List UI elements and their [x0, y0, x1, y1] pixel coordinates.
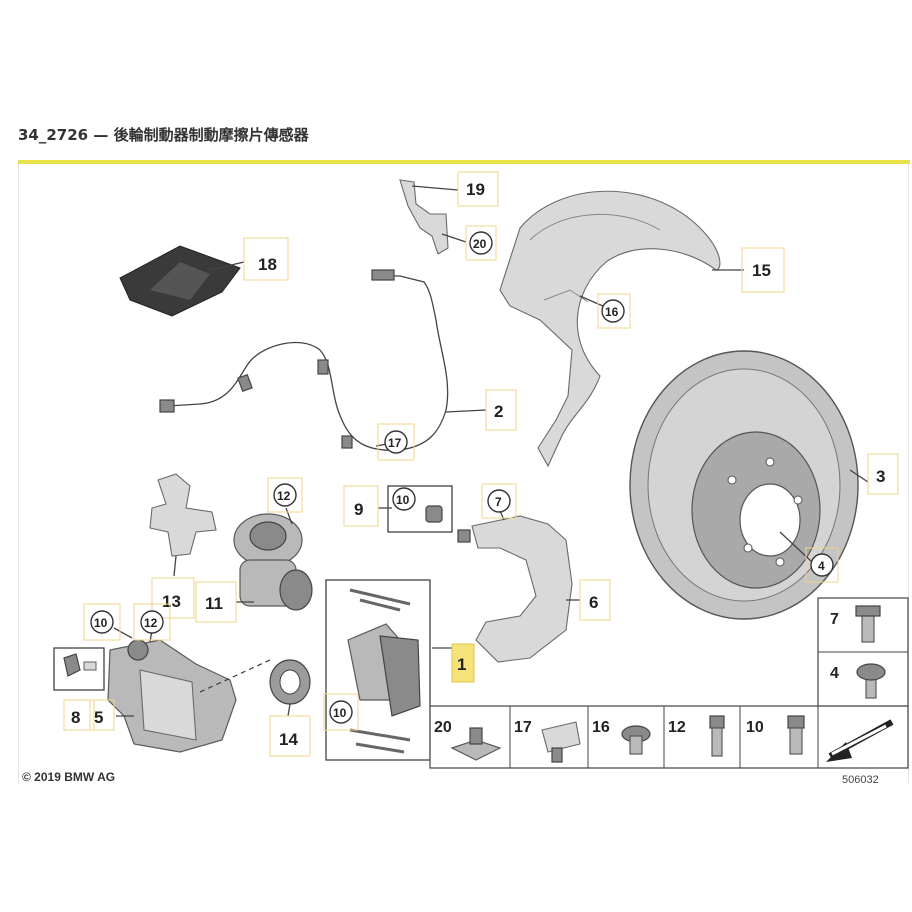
callout-15[interactable]: 15 — [741, 247, 785, 293]
callout-12-top[interactable]: 12 — [267, 477, 303, 513]
callout-13[interactable]: 13 — [151, 577, 195, 619]
part-3-brake-disc[interactable] — [629, 350, 859, 620]
callout-10-pads-label: 10 — [333, 706, 347, 720]
callout-10-box9[interactable]: 10 — [392, 487, 416, 511]
image-number: 506032 — [842, 774, 879, 786]
legend-cell-12[interactable]: 12 — [668, 715, 725, 757]
callout-4-label: 4 — [818, 559, 825, 573]
brake-pad-kit-box[interactable] — [325, 579, 431, 761]
legend-20-label: 20 — [434, 719, 452, 736]
callout-1-label: 1 — [457, 655, 466, 674]
callout-14[interactable]: 14 — [269, 715, 311, 757]
frame-right-border — [908, 164, 909, 784]
callout-17[interactable]: 17 — [377, 423, 415, 461]
legend-12-label: 12 — [668, 719, 686, 736]
legend-cell-7[interactable]: 7 — [830, 605, 881, 643]
callout-1[interactable]: 1 — [451, 643, 475, 683]
callout-20[interactable]: 20 — [465, 225, 497, 261]
part-11-parking-brake-motor[interactable] — [233, 513, 313, 611]
legend-16-label: 16 — [592, 719, 610, 736]
callout-9[interactable]: 9 — [343, 485, 379, 527]
legend-10-label: 10 — [746, 719, 764, 736]
callout-10-box9-label: 10 — [396, 493, 410, 507]
title-accent-bar — [18, 160, 910, 164]
callout-13-label: 13 — [162, 592, 181, 611]
callout-3-label: 3 — [876, 467, 885, 486]
part-15-brake-shield[interactable] — [499, 190, 721, 468]
copyright-text: © 2019 BMW AG — [22, 770, 116, 784]
legend-4-label: 4 — [830, 665, 839, 682]
legend-17-label: 17 — [514, 719, 532, 736]
callout-5[interactable]: 5 — [89, 699, 115, 731]
legend-cell-4[interactable]: 4 — [830, 663, 886, 699]
callout-14-label: 14 — [279, 730, 298, 749]
callout-2[interactable]: 2 — [485, 389, 517, 431]
callout-16-label: 16 — [605, 305, 619, 319]
callout-2-label: 2 — [494, 402, 503, 421]
callout-19[interactable]: 19 — [457, 171, 499, 207]
callout-10-caliper-label: 10 — [94, 616, 108, 630]
page-title: 34_2726 — 後輪制動器制動摩擦片傳感器 — [18, 126, 309, 144]
callout-11[interactable]: 11 — [195, 581, 237, 623]
callout-8-label: 8 — [71, 708, 80, 727]
callout-11-label: 11 — [205, 594, 223, 613]
callout-16[interactable]: 16 — [597, 293, 631, 329]
legend-cell-17[interactable]: 17 — [514, 719, 581, 763]
legend-7-label: 7 — [830, 611, 839, 628]
callout-18[interactable]: 18 — [243, 237, 289, 281]
callout-18-label: 18 — [258, 255, 277, 274]
part-8-guide-kit[interactable] — [53, 647, 105, 691]
callout-19-label: 19 — [466, 180, 485, 199]
part-19-bracket[interactable] — [399, 179, 449, 255]
legend-cell-20[interactable]: 20 — [434, 719, 502, 761]
part-14-dust-boot[interactable] — [199, 659, 311, 705]
direction-arrow-icon — [826, 719, 894, 762]
callout-8[interactable]: 8 — [63, 699, 95, 731]
callout-5-label: 5 — [94, 708, 103, 727]
part-5-brake-caliper[interactable] — [107, 639, 237, 753]
frame-left-border — [18, 164, 19, 784]
callout-9-label: 9 — [354, 500, 363, 519]
legend-cell-16[interactable]: 16 — [592, 719, 651, 755]
callout-17-label: 17 — [388, 436, 402, 450]
callout-12-caliper-label: 12 — [144, 616, 158, 630]
legend-cell-10[interactable]: 10 — [746, 715, 805, 755]
callout-6-label: 6 — [589, 593, 598, 612]
part-2-wear-sensor-cable[interactable] — [159, 269, 449, 451]
part-18-sound-pad[interactable] — [119, 245, 241, 317]
part-13-holder[interactable] — [149, 473, 217, 557]
callout-6[interactable]: 6 — [579, 579, 611, 621]
callout-4[interactable]: 4 — [805, 547, 839, 583]
callout-12-top-label: 12 — [277, 489, 291, 503]
callout-12-caliper[interactable]: 12 — [133, 603, 171, 641]
callout-3[interactable]: 3 — [867, 453, 899, 495]
callout-15-label: 15 — [752, 261, 771, 280]
callout-10-caliper[interactable]: 10 — [83, 603, 121, 641]
part-6-caliper-carrier[interactable] — [471, 515, 573, 663]
callout-7[interactable]: 7 — [481, 483, 517, 519]
callout-10-pads[interactable]: 10 — [323, 693, 359, 731]
fastener-legend — [429, 597, 909, 769]
callout-20-label: 20 — [473, 237, 487, 251]
callout-7-label: 7 — [495, 495, 502, 509]
